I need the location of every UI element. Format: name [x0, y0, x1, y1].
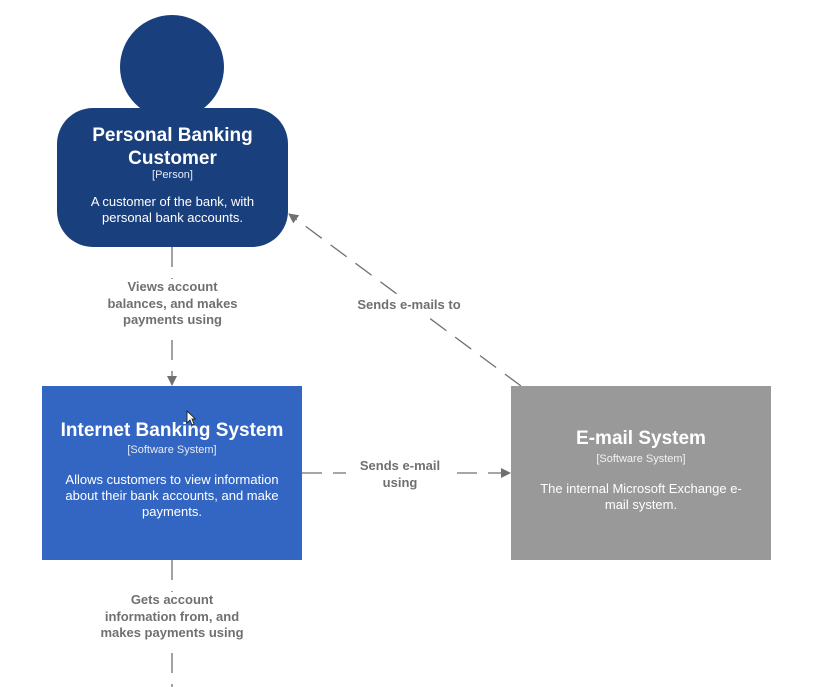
internet-banking-system-node[interactable]: Internet Banking System [Software System…: [42, 386, 302, 560]
views-relationship-label: Views account balances, and makes paymen…: [100, 279, 245, 329]
person-head: [120, 15, 224, 119]
email-system-description: The internal Microsoft Exchange e-mail s…: [540, 481, 742, 512]
person-description: A customer of the bank, with personal ba…: [90, 194, 255, 225]
gets-info-relationship-label: Gets account information from, and makes…: [98, 592, 246, 642]
person-title: Personal Banking Customer: [92, 125, 253, 169]
sends-emails-connector-line: [288, 213, 522, 387]
person-type: [Person]: [152, 169, 193, 181]
sends-emails-relationship-label: Sends e-mails to: [345, 297, 473, 314]
sends-email-using-relationship-label: Sends e-mail using: [346, 458, 454, 491]
email-system-type: [Software System]: [596, 453, 686, 465]
email-system-title: E-mail System: [576, 428, 706, 449]
internet-banking-title: Internet Banking System: [60, 420, 284, 441]
internet-banking-type: [Software System]: [127, 444, 217, 456]
email-system-node[interactable]: E-mail System [Software System] The inte…: [511, 386, 771, 560]
person-node[interactable]: Personal Banking Customer [Person] A cus…: [57, 108, 288, 247]
mouse-cursor-icon: [186, 410, 196, 426]
internet-banking-description: Allows customers to view information abo…: [65, 472, 279, 519]
